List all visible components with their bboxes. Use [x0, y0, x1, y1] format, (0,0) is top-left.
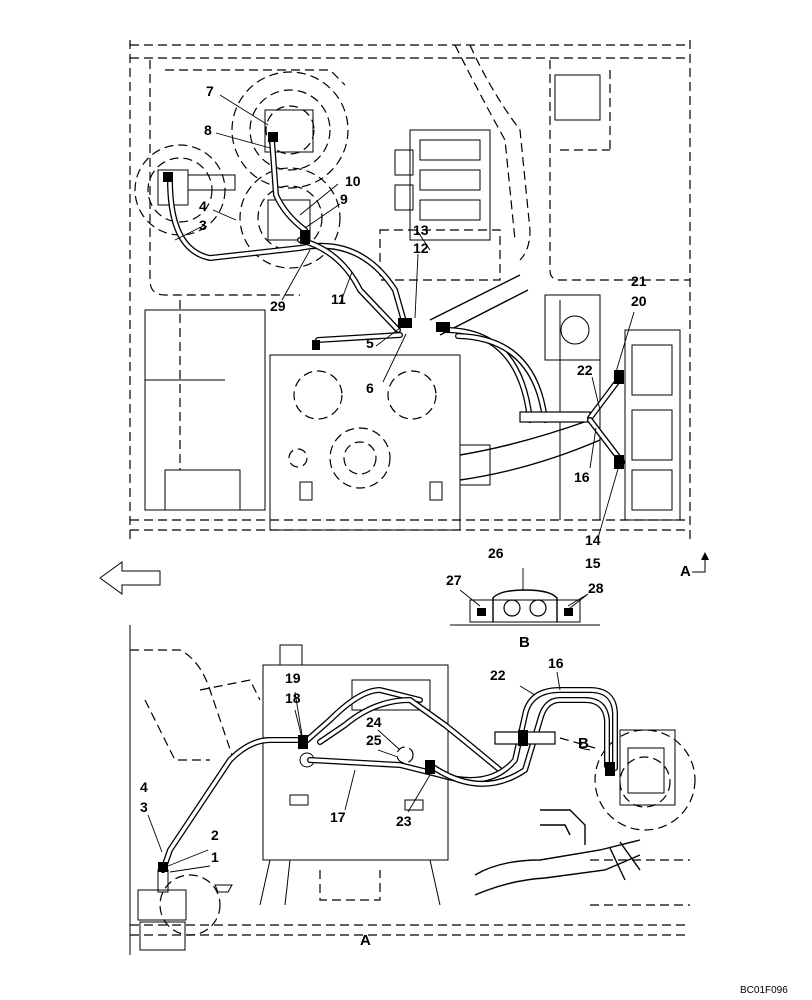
part-callout-16: 16: [574, 469, 590, 485]
part-callout-16: 16: [548, 655, 564, 671]
side-view-a: [129, 625, 696, 955]
part-callout-23: 23: [396, 813, 412, 829]
part-callout-29: 29: [270, 298, 286, 314]
part-callout-18: 18: [285, 690, 301, 706]
part-callout-22: 22: [490, 667, 506, 683]
part-callout-20: 20: [631, 293, 647, 309]
front-direction-arrow-icon: [99, 561, 161, 595]
part-callout-13: 13: [413, 222, 429, 238]
part-callout-28: 28: [588, 580, 604, 596]
part-callout-3: 3: [140, 799, 148, 815]
detail-b-label: B: [519, 634, 530, 651]
part-callout-22: 22: [577, 362, 593, 378]
part-callout-3: 3: [199, 217, 207, 233]
part-callout-15: 15: [585, 555, 601, 571]
part-callout-9: 9: [340, 191, 348, 207]
part-callout-24: 24: [366, 714, 382, 730]
part-callout-7: 7: [206, 83, 214, 99]
part-callout-27: 27: [446, 572, 462, 588]
part-callout-10: 10: [345, 173, 361, 189]
detail-b-marker-label: B: [578, 735, 589, 752]
view-a-arrow-marker: A: [680, 552, 709, 580]
part-callout-19: 19: [285, 670, 301, 686]
part-callout-14: 14: [585, 532, 601, 548]
part-callout-6: 6: [366, 380, 374, 396]
detail-b-clamp: [450, 568, 600, 626]
view-a-arrow-label: A: [680, 563, 691, 580]
part-callout-12: 12: [413, 240, 429, 256]
top-view-callouts: 7 8 10 9 4 3 13 12 29 11 5 6 21 20 22 16 14 15: [199, 83, 647, 571]
side-view-callouts: 19 18 24 25 22 16 4 3 2 1 17 23: [140, 655, 564, 865]
part-callout-2: 2: [211, 827, 219, 843]
part-callout-5: 5: [366, 335, 374, 351]
part-callout-17: 17: [330, 809, 346, 825]
part-callout-25: 25: [366, 732, 382, 748]
part-callout-4: 4: [199, 198, 207, 214]
detail-callouts: 26 27 28: [446, 545, 604, 596]
view-a-label: A: [360, 932, 371, 949]
part-callout-4: 4: [140, 779, 148, 795]
part-callout-8: 8: [204, 122, 212, 138]
part-callout-11: 11: [331, 291, 346, 307]
part-callout-26: 26: [488, 545, 504, 561]
part-callout-1: 1: [211, 849, 219, 865]
part-callout-21: 21: [631, 273, 647, 289]
top-view: [129, 40, 691, 540]
drawing-code: BC01F096: [740, 985, 788, 996]
